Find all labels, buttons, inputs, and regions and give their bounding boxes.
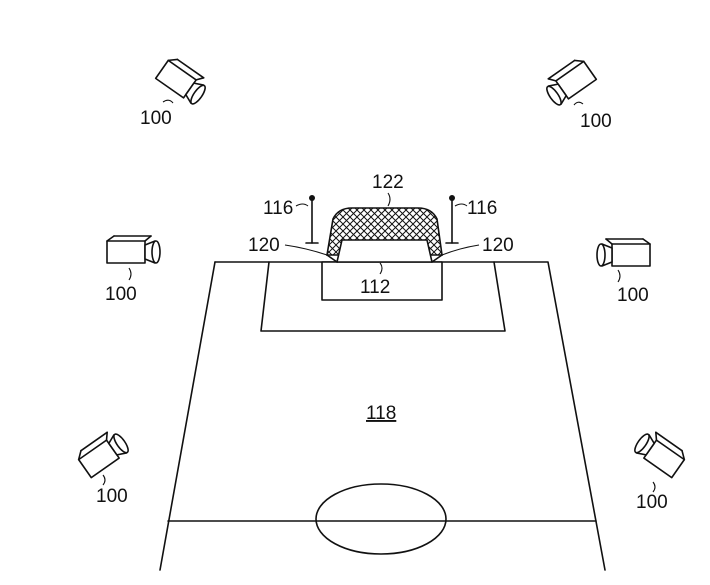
leader-116-left (295, 203, 309, 207)
leader-cam-tr (573, 101, 584, 106)
label-post-marker-left: 116 (263, 198, 293, 219)
post-marker-tip (309, 195, 315, 201)
label-camera-top-right: 100 (580, 111, 612, 132)
camera-icon (77, 431, 129, 479)
label-goal-line-right: 120 (482, 235, 514, 256)
camera-mid-right (596, 238, 651, 267)
label-field: 118 (366, 403, 396, 424)
penalty-box (260, 261, 506, 332)
leader-120-right (441, 244, 480, 256)
leader-lines (102, 99, 656, 493)
camera-mid-left (106, 235, 161, 264)
camera-bottom-right (634, 431, 686, 479)
camera-icon (634, 431, 686, 479)
leader-cam-ml (128, 267, 132, 281)
label-camera-mid-left: 100 (105, 284, 137, 305)
label-camera-bottom-right: 100 (636, 492, 668, 513)
camera-icon (106, 235, 161, 264)
camera-icon (546, 59, 598, 106)
label-net: 122 (372, 172, 404, 193)
label-goal: 112 (360, 277, 390, 298)
goal-side-left (326, 254, 338, 263)
leader-cam-mr (617, 269, 621, 283)
label-goal-line-left: 120 (248, 235, 280, 256)
label-camera-mid-right: 100 (617, 285, 649, 306)
label-camera-top-left: 100 (140, 108, 172, 129)
leader-120-left (284, 244, 328, 256)
leader-112 (379, 262, 383, 275)
goal-side-right (431, 254, 443, 263)
leader-cam-bl (102, 474, 106, 486)
label-post-marker-right: 116 (467, 198, 497, 219)
camera-icon (596, 238, 651, 267)
post-marker-left (305, 195, 319, 244)
field-boundary-right (214, 261, 606, 571)
field-boundary-left (159, 261, 216, 571)
post-marker-right (445, 195, 459, 244)
leader-122 (387, 192, 391, 207)
goal-mouth (336, 239, 433, 263)
goal (321, 207, 443, 301)
leader-cam-tl (162, 99, 174, 104)
camera-icon (154, 58, 206, 105)
post-marker-tip (449, 195, 455, 201)
camera-bottom-left (77, 431, 129, 479)
leader-116-right (454, 203, 468, 207)
camera-top-left (154, 58, 206, 105)
leader-cam-br (652, 481, 656, 493)
label-camera-bottom-left: 100 (96, 486, 128, 507)
center-circle (315, 483, 447, 555)
camera-top-right (546, 59, 598, 106)
reference-labels: 100 100 100 100 100 100 122 116 116 120 … (96, 108, 668, 513)
